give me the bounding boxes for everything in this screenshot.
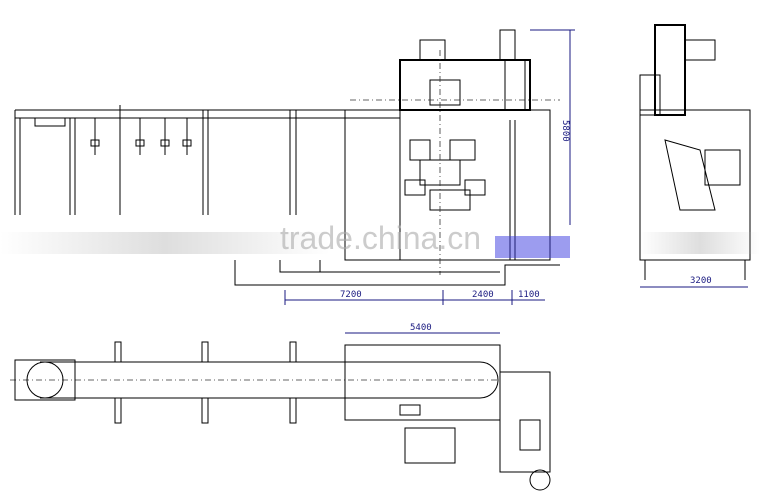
watermark-band <box>640 232 760 254</box>
plan-view: 5400 <box>10 323 551 491</box>
dimension-lines: 7200 2400 1100 5800 <box>284 29 575 305</box>
dim-1100: 1100 <box>518 290 540 300</box>
end-elevation: 3200 <box>639 24 751 288</box>
side-elevation <box>14 29 560 286</box>
dim-5800: 5800 <box>560 120 570 142</box>
plan-hangers <box>114 341 297 424</box>
watermark-band <box>0 232 330 254</box>
dim-7200: 7200 <box>340 290 362 300</box>
hangers <box>90 105 192 215</box>
impellers <box>404 139 486 211</box>
dim-5400: 5400 <box>410 323 432 333</box>
dim-2400: 2400 <box>472 290 494 300</box>
watermark: trade.china.cn <box>280 220 482 256</box>
dim-3200: 3200 <box>690 276 712 286</box>
blue-highlight-strip <box>495 236 570 258</box>
